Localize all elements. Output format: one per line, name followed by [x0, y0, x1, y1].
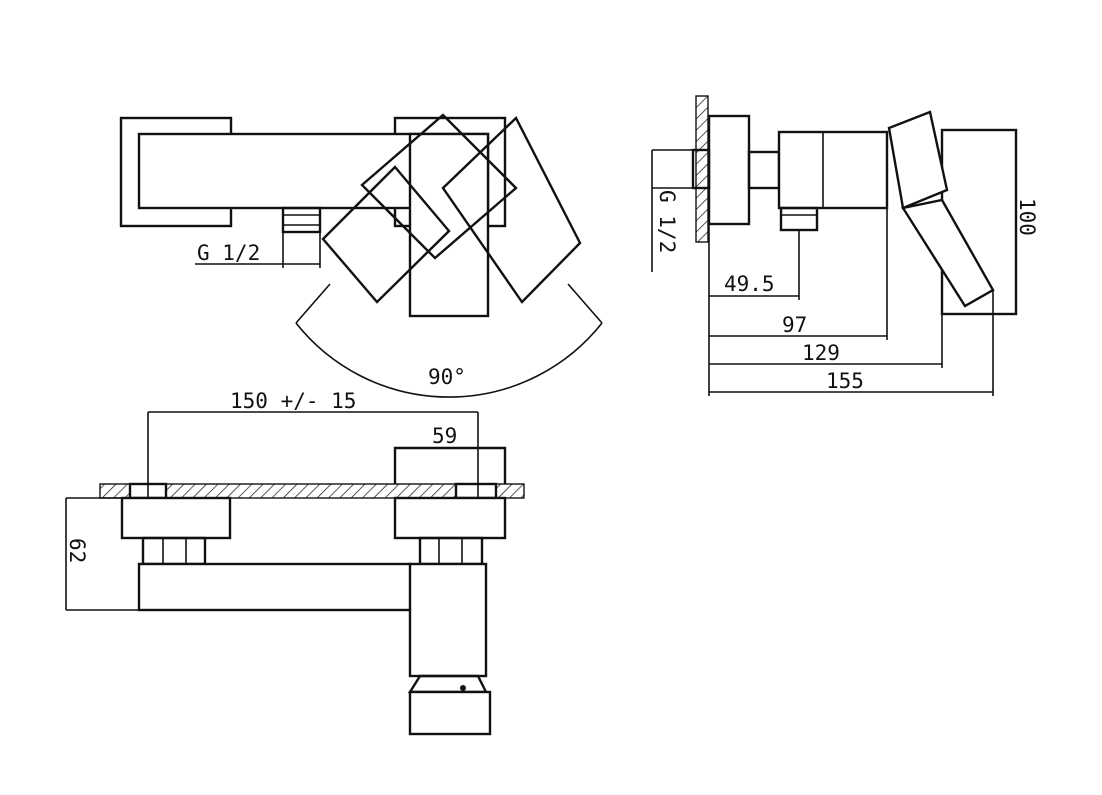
handle-rotation-right — [360, 113, 582, 304]
front-right-flange — [393, 496, 507, 540]
front-body — [137, 562, 413, 612]
side-outlet-nut — [779, 206, 819, 232]
side-thread-label: G 1/2 — [655, 190, 679, 253]
inlet-nut — [281, 206, 322, 234]
front-view: 150 +/- 15 59 62 — [65, 389, 525, 736]
front-outlet-tip — [408, 690, 492, 736]
side-flange — [707, 114, 751, 226]
side-height-label: 100 — [1015, 198, 1039, 236]
front-spacing-label: 150 +/- 15 — [230, 389, 356, 413]
top-view: G 1/2 90° — [119, 113, 603, 398]
wall-section — [695, 95, 709, 243]
handle-rotation-left — [321, 165, 451, 304]
front-left-flange — [120, 496, 232, 540]
side-dim-4: 155 — [826, 369, 864, 393]
front-width-label: 59 — [432, 424, 457, 448]
top-thread-label: G 1/2 — [197, 241, 260, 265]
angle-label: 90° — [428, 365, 466, 389]
side-dim-2: 97 — [782, 313, 807, 337]
side-dim-1: 49.5 — [724, 272, 775, 296]
front-height-label: 62 — [65, 538, 89, 563]
lever-housing — [408, 132, 490, 318]
front-outlet — [408, 562, 488, 678]
side-body — [777, 130, 889, 210]
side-view: G 1/2 100 49.5 97 129 155 — [651, 95, 1039, 396]
wall-band — [99, 483, 525, 499]
side-handle — [887, 110, 949, 210]
rotation-arc — [295, 322, 603, 398]
side-dim-3: 129 — [802, 341, 840, 365]
